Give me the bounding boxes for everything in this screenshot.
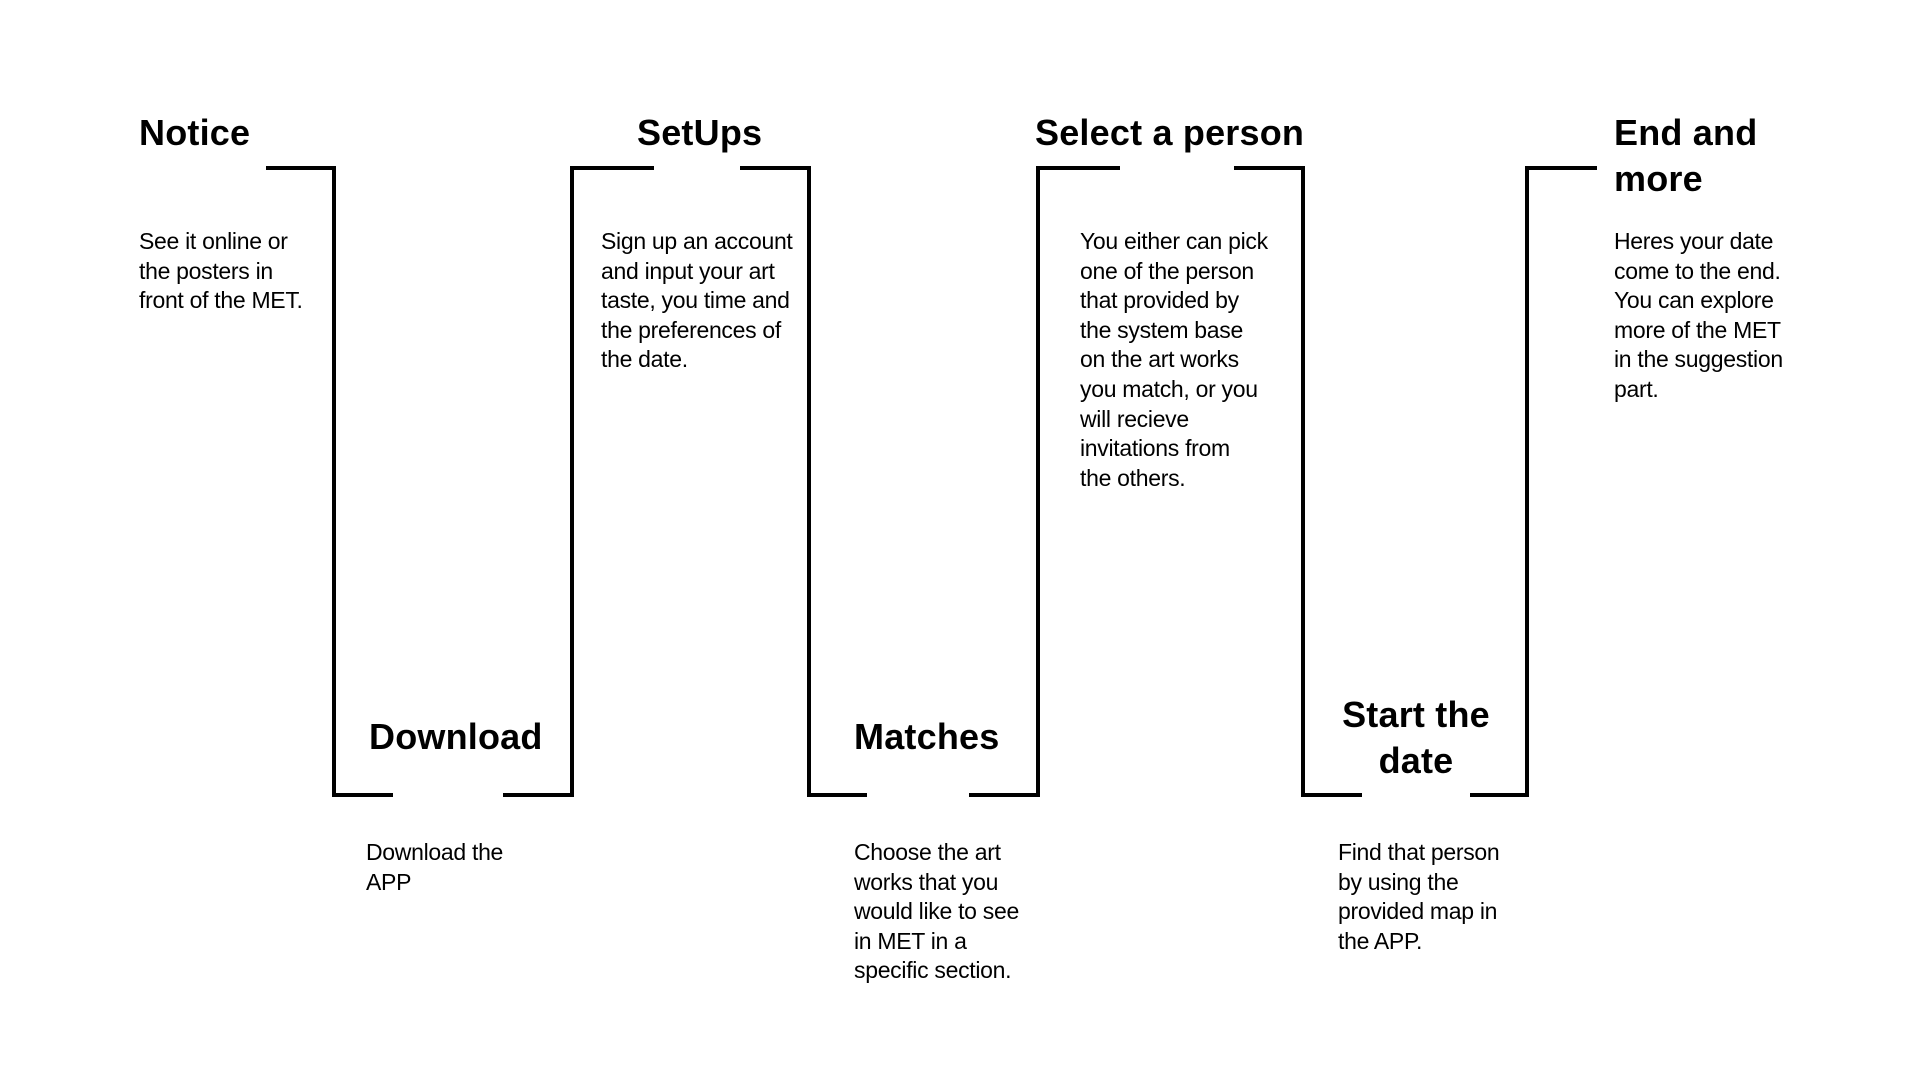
step-setups-description: Sign up an account and input your art ta… (601, 228, 793, 373)
step-setups-title: SetUps (637, 112, 763, 153)
flow-segment-matches-to-select-person (969, 166, 1120, 797)
step-notice-title: Notice (139, 112, 251, 153)
step-download-description: Download the APP (366, 839, 504, 895)
step-end-more-description: Heres your date come to the end. You can… (1614, 228, 1783, 402)
step-start-date-description: Find that person by using the provided m… (1338, 839, 1500, 954)
step-start-date-title: Start the date (1342, 694, 1490, 781)
flow-segment-start-date-to-end (1470, 166, 1597, 797)
step-notice-description: See it online or the posters in front of… (139, 228, 303, 314)
step-download-title: Download (369, 716, 543, 757)
flow-segment-notice-to-download (266, 166, 393, 797)
step-select-person-description: You either can pick one of the person th… (1080, 228, 1268, 491)
step-matches-description: Choose the art works that you would like… (854, 839, 1019, 984)
flow-segment-setups-to-matches (740, 166, 867, 797)
step-end-more-title: End and more (1614, 112, 1758, 199)
step-matches-title: Matches (854, 716, 1000, 757)
step-select-person-title: Select a person (1035, 112, 1305, 153)
flow-segment-download-to-setups (503, 166, 654, 797)
flow-segment-select-person-to-start-date (1234, 166, 1362, 797)
